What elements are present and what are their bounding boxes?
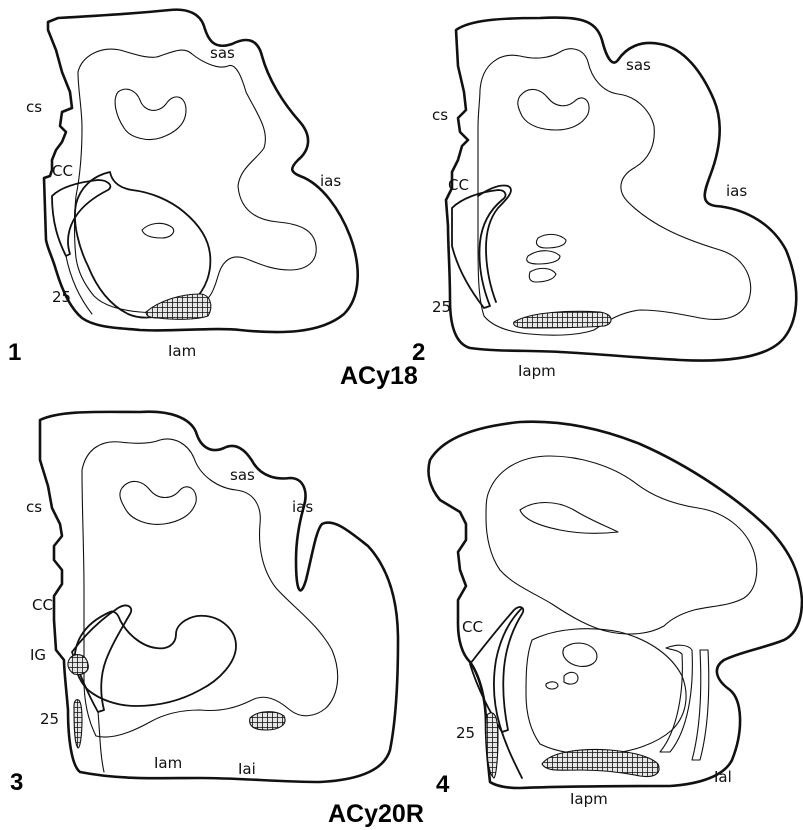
panel-1-inner-sulcus (115, 89, 186, 139)
panel-2-label-25: 25 (432, 298, 451, 316)
panel-4-label-25: 25 (456, 724, 475, 742)
panel-4-inner-sulcus (520, 503, 618, 534)
panel-4-small-shape-1 (563, 643, 597, 666)
panel-2-striatum-1 (536, 234, 566, 248)
case-label-top: ACy18 (340, 362, 418, 390)
panel-3-outline (40, 412, 398, 782)
panel-4-capsule-2 (692, 650, 709, 760)
panel-2-striatum-2 (527, 251, 560, 264)
panel-4-number: 4 (436, 771, 450, 798)
panel-3-hatch-iai (250, 712, 285, 730)
case-label-bottom: ACy20R (328, 800, 424, 828)
panel-2-label-cc: CC (448, 176, 469, 194)
panel-1-outline (44, 10, 358, 332)
panel-4-small-shape-2 (564, 672, 578, 684)
panel-3-inner-sulcus (120, 481, 196, 524)
panel-3-label-cc: CC (32, 596, 53, 614)
panel-1-label-sas: sas (210, 44, 235, 62)
panel-4-hatch-iapm (542, 750, 659, 777)
panel-4-label-insula: Iapm (570, 790, 608, 808)
panel-4-label-insula2: Ial (714, 768, 732, 786)
panel-1-label-ias: ias (320, 172, 341, 190)
panel-3-label-25: 25 (40, 710, 59, 728)
panel-3-cingulate (75, 611, 236, 706)
panel-3-number: 3 (10, 769, 23, 796)
panel-3-label-sas: sas (230, 466, 255, 484)
panel-1-label-cs: cs (26, 98, 42, 116)
panel-4-small-shape-3 (546, 682, 558, 689)
panel-2-hatch-region (514, 311, 611, 328)
panel-3-label-ias: ias (292, 498, 313, 516)
panel-3-medial-line (98, 712, 104, 772)
panel-4-cortex-inner (486, 456, 757, 634)
panel-3-hatch-25 (74, 700, 82, 748)
panel-4-inner-body (526, 629, 686, 755)
panel-1-cortex-inner (75, 49, 317, 312)
panel-3-label-ig: IG (30, 646, 46, 664)
panel-3: cs sas ias CC IG 25 Iam Iai 3 (10, 412, 398, 796)
panel-1: cs sas ias CC 25 Iam 1 (8, 10, 358, 366)
panel-4-outline (428, 422, 802, 788)
panel-3-label-insula2: Iai (238, 760, 256, 778)
panel-1-small-shape (142, 223, 174, 238)
panel-4-label-cc: CC (462, 618, 483, 636)
panel-3-label-cs: cs (26, 498, 42, 516)
panel-1-label-cc: CC (52, 162, 73, 180)
panel-4: CC 25 Iapm Ial 4 (428, 422, 802, 808)
panel-2-label-sas: sas (626, 56, 651, 74)
panel-1-number: 1 (8, 339, 21, 366)
panel-1-label-25: 25 (52, 288, 71, 306)
panel-2-striatum-3 (529, 268, 556, 282)
panel-2-label-ias: ias (726, 182, 747, 200)
panel-3-hatch-ig (68, 655, 88, 675)
panel-2-label-insula: Iapm (518, 362, 556, 380)
panel-2-label-cs: cs (432, 106, 448, 124)
panel-1-label-insula: Iam (168, 342, 196, 360)
panel-2: cs sas ias CC 25 Iapm 2 (412, 18, 796, 380)
panel-2-inner-sulcus (518, 89, 589, 130)
panel-1-hatch-region (146, 294, 211, 319)
panel-3-label-insula: Iam (154, 754, 182, 772)
